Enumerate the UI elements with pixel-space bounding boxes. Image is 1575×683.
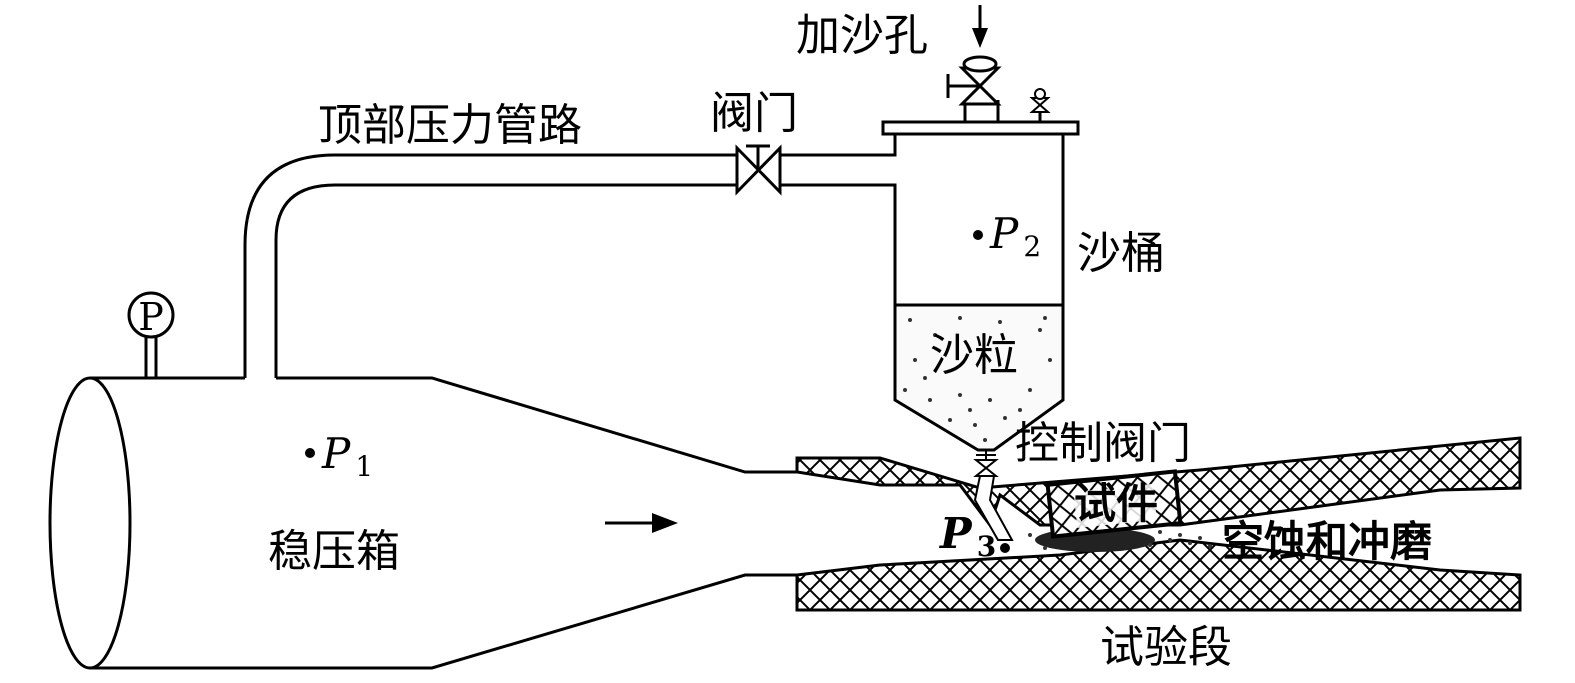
p3-subscript: 3 xyxy=(977,530,996,563)
sand-inlet-valve-icon xyxy=(946,55,1002,106)
sand-inlet-label: 加沙孔 xyxy=(796,10,928,61)
valve-icon xyxy=(735,144,782,196)
p2-subscript: 2 xyxy=(1023,230,1041,263)
top-pipe-label: 顶部压力管路 xyxy=(318,100,582,151)
sand-feed-tube xyxy=(973,475,1014,541)
specimen: 试件 xyxy=(1045,469,1183,539)
p1-symbol: P xyxy=(321,429,351,478)
p3-symbol: P xyxy=(939,509,973,558)
svg-text:P 1: P 1 xyxy=(321,429,373,483)
flow-arrow-icon xyxy=(605,513,678,533)
pressure-gauge: P xyxy=(127,291,175,378)
control-valve-icon xyxy=(973,450,999,477)
small-valve-icon xyxy=(1029,88,1051,113)
stabilizer-tank xyxy=(48,376,797,670)
top-pressure-pipe xyxy=(243,128,897,378)
valve-label: 阀门 xyxy=(710,88,798,139)
p1-subscript: 1 xyxy=(355,450,373,483)
svg-text:P 3: P 3 xyxy=(939,509,996,563)
down-arrow-icon xyxy=(972,5,988,48)
cavitation-label: 空蚀和冲磨 xyxy=(1222,517,1432,566)
control-valve-label: 控制阀门 xyxy=(1015,418,1191,469)
svg-text:P 2: P 2 xyxy=(989,209,1041,263)
stabilizer-label: 稳压箱 xyxy=(268,526,400,577)
specimen-label: 试件 xyxy=(1074,479,1158,528)
bucket-top-flange xyxy=(881,100,1080,136)
point-p3: P 3 xyxy=(939,509,1010,563)
test-section-label: 试验段 xyxy=(1100,622,1232,673)
sand-bucket xyxy=(893,128,1065,452)
point-p2: P 2 xyxy=(973,209,1041,263)
sand-bucket-label: 沙桶 xyxy=(1077,228,1165,279)
gauge-symbol: P xyxy=(138,295,164,339)
sand-particles xyxy=(903,316,1052,442)
sand-label: 沙粒 xyxy=(930,330,1018,381)
point-p1: P 1 xyxy=(305,429,373,483)
p2-symbol: P xyxy=(989,209,1019,258)
